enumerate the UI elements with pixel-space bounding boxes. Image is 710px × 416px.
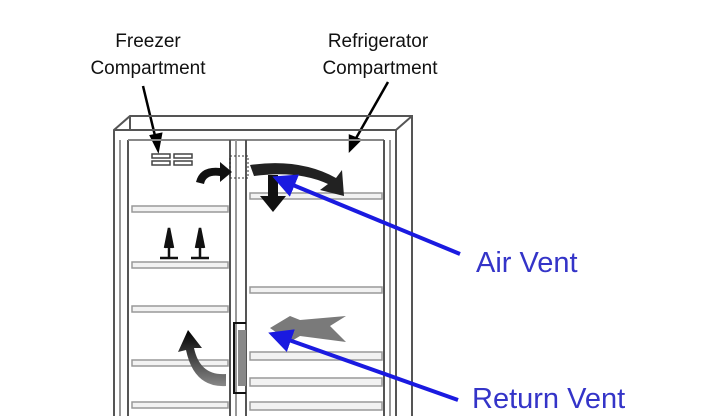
up-arrow-icon — [191, 227, 209, 260]
freezer-label-line1: Freezer — [115, 31, 181, 52]
air-vent-opening — [229, 155, 249, 179]
shelves — [131, 192, 383, 411]
refrigerator-label-line2: Compartment — [322, 58, 438, 79]
freezer-vent-slots-icon — [151, 153, 193, 166]
return-vent-label: Return Vent — [472, 383, 625, 415]
return-vent-duct — [233, 322, 246, 394]
curved-arrow-icon — [250, 163, 344, 196]
refrigerator-label-line1: Refrigerator — [328, 31, 429, 52]
curved-arrow-icon — [196, 162, 232, 184]
callout-arrows — [268, 174, 461, 402]
air-vent-label: Air Vent — [476, 247, 578, 279]
curved-up-arrow-icon — [178, 330, 226, 387]
up-arrow-icon — [160, 227, 178, 260]
freezer-label-line2: Compartment — [90, 58, 206, 79]
